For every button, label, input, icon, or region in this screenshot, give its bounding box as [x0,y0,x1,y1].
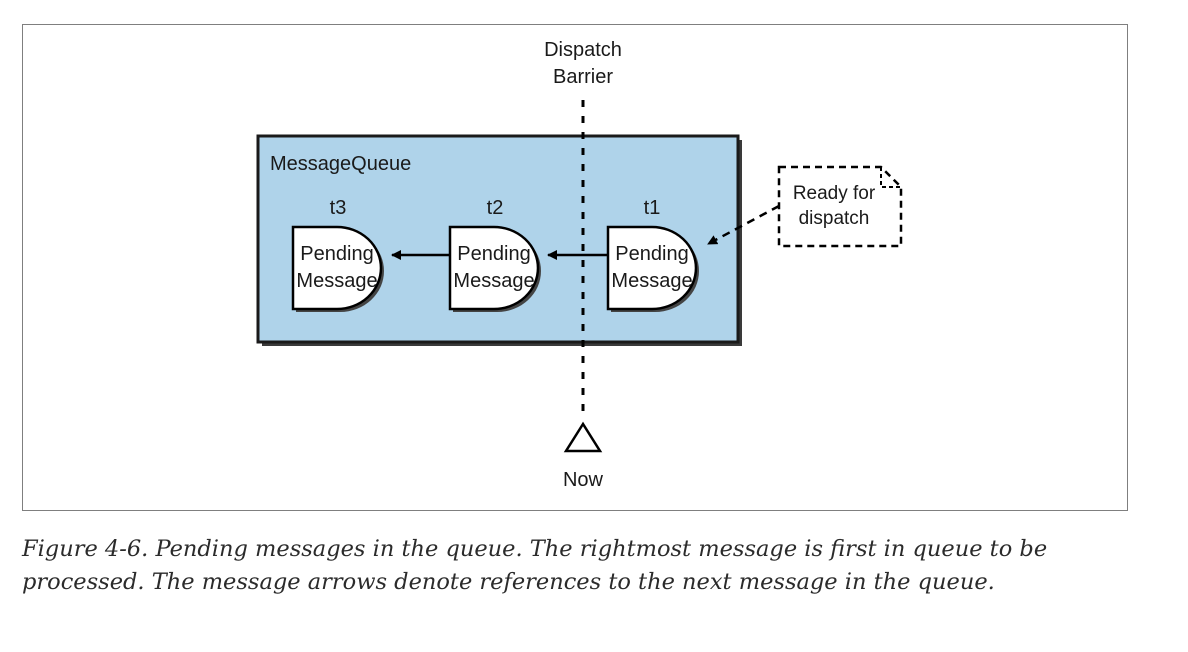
figure-caption: Figure 4-6. Pending messages in the queu… [22,533,1162,599]
message-t2-line2: Message [453,270,534,292]
message-t1-shape [606,225,698,311]
ready-note-line1: Ready for [793,183,876,204]
message-t1-time-label: t1 [644,197,661,219]
caption-line1: Figure 4-6. Pending messages in the queu… [22,536,1048,562]
now-triangle-icon [563,421,603,453]
barrier-label-line2: Barrier [553,66,613,88]
message-t2-time-label: t2 [487,197,504,219]
now-label: Now [563,469,604,491]
message-t2-line1: Pending [457,243,530,265]
message-t1-line1: Pending [615,243,688,265]
ready-note-shape [777,165,903,248]
message-t3-time-label: t3 [330,197,347,219]
message-t3-line2: Message [296,270,377,292]
barrier-label-line1: Dispatch [544,39,622,61]
caption-line2: processed. The message arrows denote ref… [22,569,995,595]
message-t2-shape [448,225,540,311]
ready-note-line2: dispatch [799,208,870,229]
message-t1-line2: Message [611,270,692,292]
message-queue-title: MessageQueue [270,153,411,175]
message-t3-shape [291,225,383,311]
message-t3-line1: Pending [300,243,373,265]
